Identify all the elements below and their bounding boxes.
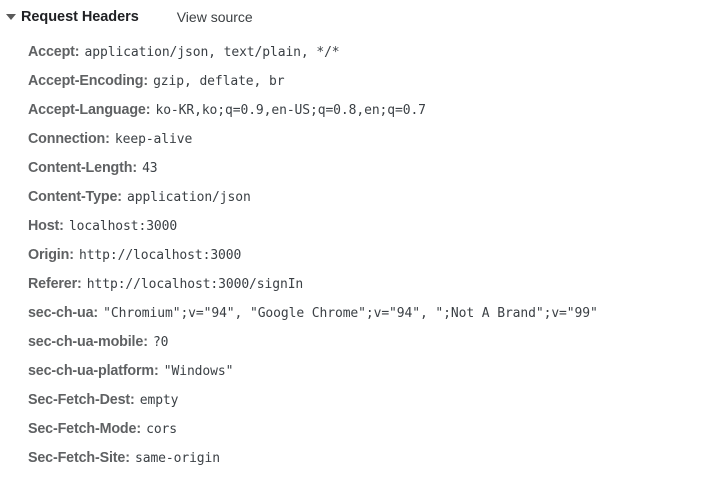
header-separator: : [154, 363, 159, 379]
header-value: "Chromium";v="94", "Google Chrome";v="94… [103, 306, 598, 321]
header-value: application/json, text/plain, */* [84, 45, 340, 60]
header-row[interactable]: Origin: http://localhost:3000 [0, 240, 712, 269]
header-value: localhost:3000 [68, 219, 178, 234]
header-value: 43 [142, 161, 158, 176]
header-name: Accept [28, 44, 75, 60]
header-value: ko-KR,ko;q=0.9,en-US;q=0.8,en;q=0.7 [155, 103, 426, 118]
header-value: ?0 [152, 335, 169, 350]
header-separator: : [143, 73, 149, 89]
header-value: http://localhost:3000 [78, 248, 242, 263]
header-row[interactable]: sec-ch-ua-mobile: ?0 [0, 327, 712, 356]
header-name: Content-Length [28, 160, 133, 176]
header-name: Sec-Fetch-Site [28, 450, 126, 466]
header-value: empty [139, 393, 179, 408]
header-separator: : [105, 131, 110, 147]
request-headers-list: Accept: application/json, text/plain, */*… [0, 37, 712, 472]
header-row[interactable]: Connection: keep-alive [0, 124, 712, 153]
header-row[interactable]: Content-Length:43 [0, 153, 712, 182]
header-value: http://localhost:3000/signIn [86, 277, 304, 292]
header-name: Content-Type [28, 189, 118, 205]
header-row[interactable]: Accept-Encoding: gzip, deflate, br [0, 66, 712, 95]
header-name: Connection [28, 131, 106, 147]
header-row[interactable]: Accept: application/json, text/plain, */* [0, 37, 712, 66]
header-separator: : [77, 276, 82, 292]
header-separator: : [132, 160, 138, 176]
section-title: Request Headers [21, 9, 139, 25]
header-separator: : [69, 247, 74, 263]
header-separator: : [74, 44, 80, 60]
header-separator: : [59, 218, 64, 234]
header-value: "Windows" [163, 364, 234, 379]
header-row[interactable]: Sec-Fetch-Dest: empty [0, 385, 712, 414]
triangle-down-icon[interactable] [3, 4, 19, 30]
view-source-link[interactable]: View source [176, 9, 253, 25]
header-value: keep-alive [114, 132, 193, 147]
header-separator: : [125, 450, 130, 466]
triangle-down-glyph [6, 14, 16, 20]
header-name: sec-ch-ua [28, 305, 94, 321]
header-name: Sec-Fetch-Dest [28, 392, 130, 408]
header-row[interactable]: Host: localhost:3000 [0, 211, 712, 240]
header-separator: : [93, 305, 99, 321]
header-separator: : [143, 334, 148, 350]
header-value: gzip, deflate, br [153, 74, 285, 89]
header-name: Accept-Language [28, 102, 146, 118]
header-separator: : [117, 189, 123, 205]
header-name: sec-ch-ua-platform [28, 363, 154, 379]
header-separator: : [145, 102, 151, 118]
header-row[interactable]: sec-ch-ua: "Chromium";v="94", "Google Chr… [0, 298, 712, 327]
header-row[interactable]: Accept-Language: ko-KR,ko;q=0.9,en-US;q=0… [0, 95, 712, 124]
header-value: application/json [127, 190, 251, 205]
header-name: Sec-Fetch-Mode [28, 421, 137, 437]
header-value: same-origin [134, 451, 220, 466]
header-name: Accept-Encoding [28, 73, 144, 89]
header-row[interactable]: Sec-Fetch-Site: same-origin [0, 443, 712, 472]
header-name: sec-ch-ua-mobile [28, 334, 144, 350]
header-separator: : [136, 421, 142, 437]
header-row[interactable]: sec-ch-ua-platform: "Windows" [0, 356, 712, 385]
header-row[interactable]: Referer: http://localhost:3000/signIn [0, 269, 712, 298]
header-name: Referer [28, 276, 78, 292]
header-value: cors [146, 422, 178, 437]
header-row[interactable]: Sec-Fetch-Mode: cors [0, 414, 712, 443]
header-separator: : [129, 392, 135, 408]
header-row[interactable]: Content-Type: application/json [0, 182, 712, 211]
header-name: Origin [28, 247, 70, 263]
request-headers-section-header[interactable]: Request Headers View source [0, 4, 253, 30]
header-name: Host [28, 218, 60, 234]
